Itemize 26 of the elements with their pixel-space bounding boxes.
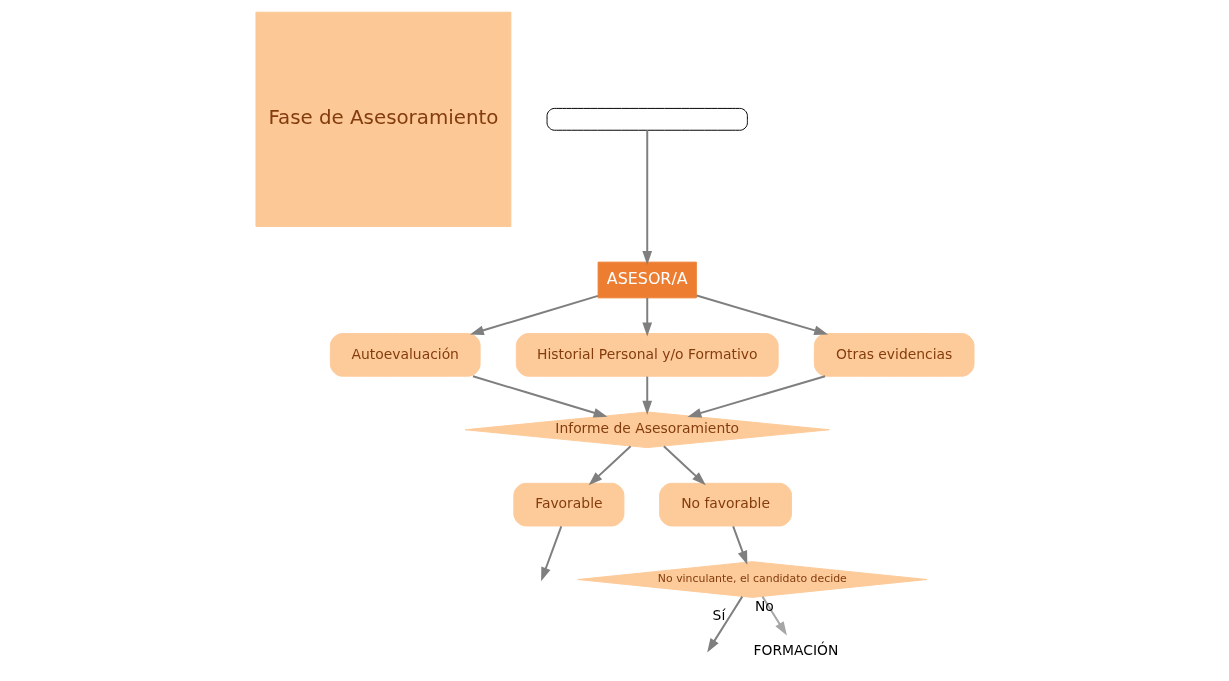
node-box: Autoevaluación <box>329 333 481 377</box>
node-box: No favorable <box>658 482 792 527</box>
node-box <box>546 107 748 131</box>
node-box: Fase de Asesoramiento <box>254 11 511 227</box>
node-box: ASESOR/A <box>597 261 697 299</box>
node-text: FORMACIÓN <box>753 641 838 658</box>
edge-label: No <box>754 597 774 614</box>
arrow <box>641 296 652 337</box>
arrow <box>471 375 608 418</box>
node-diamond: Informe de Asesoramiento <box>464 411 830 449</box>
arrow <box>761 595 787 636</box>
node-box: Historial Personal y/o Formativo <box>515 333 779 377</box>
arrow <box>662 445 706 486</box>
edge-label: Sí <box>712 606 725 623</box>
arrow <box>588 445 632 486</box>
arrow <box>540 525 562 582</box>
arrow <box>641 129 652 265</box>
arrow <box>731 525 747 565</box>
node-diamond: No vinculante, el candidato decide <box>576 561 927 598</box>
arrow <box>706 595 743 653</box>
arrow <box>686 375 826 418</box>
arrow <box>695 294 828 336</box>
arrow <box>641 375 652 415</box>
node-box: Favorable <box>512 482 624 527</box>
arrow <box>469 294 599 336</box>
node-box: Otras evidencias <box>813 333 975 377</box>
